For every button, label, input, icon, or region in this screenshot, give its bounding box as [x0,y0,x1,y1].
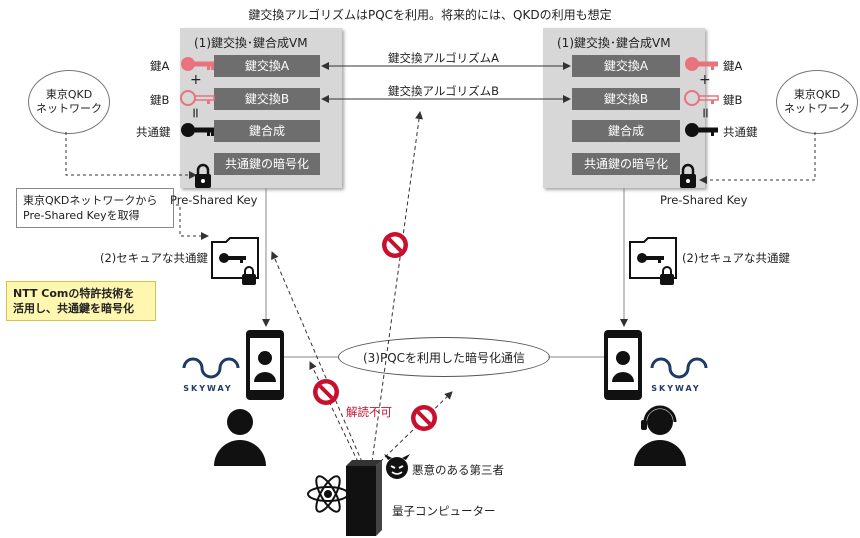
psk-acquire-note-text: 東京QKDネットワークから Pre-Shared Keyを取得 [23,194,158,222]
left-pre-shared-key-label: Pre-Shared Key [170,193,258,207]
skyway-logo [650,357,708,379]
smartphone-icon [604,330,642,400]
attack-arrow-3 [309,361,359,463]
attack-arrow-1 [271,251,363,463]
key-icon [684,90,719,106]
algorithm-b-label: 鍵交換アルゴリズムB [388,84,500,98]
devil-icon [384,454,410,479]
right-pre-shared-key-label: Pre-Shared Key [660,193,748,207]
patent-note: NTT Comの特許技術を 活用し、共通鍵を暗号化 [6,281,156,321]
right-common-key-label: 共通鍵 [723,125,758,139]
skyway-logo [182,357,240,379]
diagram-title: 鍵交換アルゴリズムはPQCを利用。将来的には、QKDの利用も想定 [248,8,612,22]
left-qkd-network-cloud: 東京QKD ネットワーク [28,70,110,134]
psk-acquire-note: 東京QKDネットワークから Pre-Shared Keyを取得 [16,188,174,228]
smartphone-icon [246,330,284,400]
right-key-b-label: 鍵B [723,93,743,107]
operator-icon [634,405,686,466]
right-key-exchange-b: 鍵交換B [572,88,680,110]
right-qkd-network-cloud: 東京QKD ネットワーク [776,70,858,134]
psk-to-folder-left [176,204,209,240]
right-vm-title: (1)鍵交換･鍵合成VM [557,36,671,50]
operator-icon [258,347,272,355]
right-plus-sign: + [699,72,711,88]
atom-icon [307,475,349,513]
pqc-communication-label: (3)PQCを利用した暗号化通信 [362,350,526,365]
left-qkd-connection [65,132,197,179]
lock-icon [195,163,211,188]
left-key-a-label: 鍵A [150,59,170,73]
key-icon [181,57,214,71]
key-icon [685,123,718,137]
folder-key-icon [629,237,677,285]
patent-note-text: NTT Comの特許技術を 活用し、共通鍵を暗号化 [13,287,135,315]
left-key-exchange-a: 鍵交換A [214,55,320,77]
left-skyway-wordmark: SKYWAY [183,384,233,393]
right-key-exchange-a: 鍵交換A [572,55,680,77]
left-common-key-label: 共通鍵 [136,125,171,139]
pqc-encrypted-communication: (3)PQCを利用した暗号化通信 [338,337,550,377]
cannot-decrypt-label: 解読不可 [346,405,392,419]
left-secure-common-key-label: (2)セキュアな共通鍵 [100,251,209,265]
forbidden-icon [382,232,408,258]
algorithm-a-label: 鍵交換アルゴリズムA [388,51,500,65]
attack-arrow-2 [371,111,424,463]
left-plus-sign: + [190,72,202,88]
left-qkd-network-label: 東京QKD ネットワーク [36,88,102,115]
server-icon [346,460,382,536]
left-key-exchange-b: 鍵交換B [214,88,320,110]
key-icon [685,57,718,71]
left-key-synthesis: 鍵合成 [214,120,320,142]
key-icon [180,90,215,106]
quantum-computer-label: 量子コンピューター [392,504,496,518]
right-qkd-connection [699,132,816,184]
right-common-key-encryption: 共通鍵の暗号化 [572,153,680,175]
right-secure-common-key-label: (2)セキュアな共通鍵 [682,251,791,265]
left-vm-title: (1)鍵交換･鍵合成VM [194,36,308,50]
left-key-b-label: 鍵B [150,93,170,107]
right-skyway-wordmark: SKYWAY [651,384,701,393]
left-common-key-encryption: 共通鍵の暗号化 [214,153,320,175]
malicious-third-party-label: 悪意のある第三者 [412,463,504,477]
forbidden-icon [313,379,339,405]
right-qkd-network-label: 東京QKD ネットワーク [784,88,850,115]
lock-icon [680,163,696,188]
folder-key-icon [211,237,259,285]
forbidden-icon [411,405,437,431]
right-key-synthesis: 鍵合成 [572,120,680,142]
key-icon [181,123,214,137]
right-key-a-label: 鍵A [723,59,743,73]
person-icon [214,409,266,466]
